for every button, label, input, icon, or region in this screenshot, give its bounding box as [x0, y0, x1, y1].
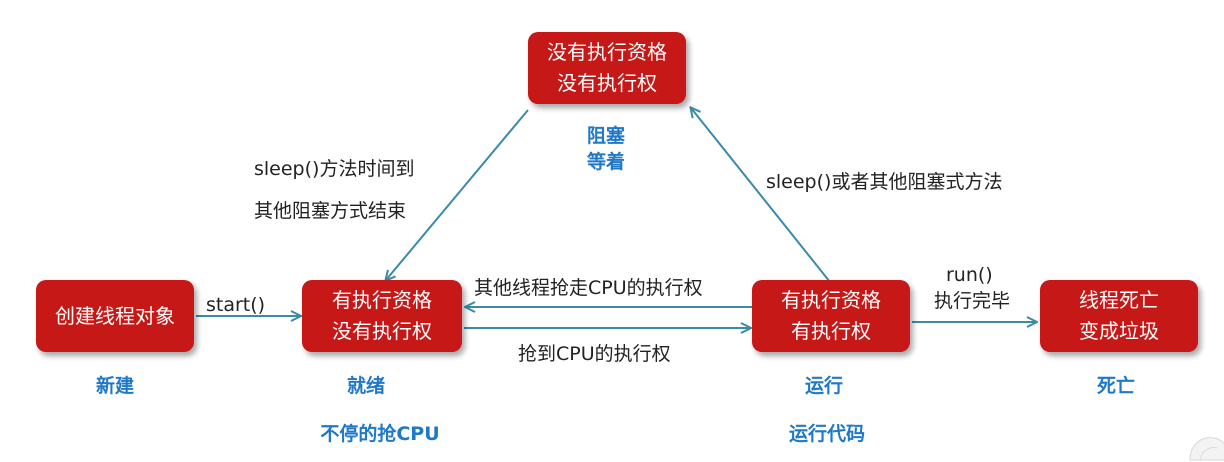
arrow-unblock	[386, 109, 529, 280]
state-label-running: 运行	[804, 375, 843, 397]
transition-label-lose-cpu: 其他线程抢走CPU的执行权	[474, 277, 703, 299]
state-box-running-line2: 有执行权	[791, 319, 871, 343]
state-box-new: 创建线程对象	[36, 280, 194, 352]
transition-label-start: start()	[206, 294, 266, 316]
state-box-blocked-line2: 没有执行权	[557, 71, 657, 95]
transition-label-finish-line1: run()	[946, 264, 993, 286]
transition-label-unblock-line2: 其他阻塞方式结束	[254, 200, 407, 222]
state-box-running: 有执行资格 有执行权	[752, 280, 910, 352]
state-label-new: 新建	[95, 375, 134, 397]
transition-label-get-cpu: 抢到CPU的执行权	[518, 343, 671, 365]
state-label-blocked-line1: 阻塞	[586, 125, 625, 147]
transition-arrows	[196, 0, 1224, 452]
state-box-dead-line2: 变成垃圾	[1079, 319, 1159, 343]
state-box-blocked-line1: 没有执行资格	[547, 40, 667, 64]
state-label-blocked-line2: 等着	[586, 151, 625, 173]
state-label-dead: 死亡	[1096, 375, 1135, 397]
state-box-running-line1: 有执行资格	[781, 288, 881, 312]
state-box-dead-line1: 线程死亡	[1079, 288, 1159, 312]
state-box-ready-line2: 没有执行权	[332, 319, 432, 343]
state-box-ready-line1: 有执行资格	[332, 288, 432, 312]
state-label-ready: 就绪	[346, 375, 385, 397]
state-box-dead: 线程死亡 变成垃圾	[1040, 280, 1198, 352]
corner-decoration-icon	[1189, 437, 1224, 461]
transition-label-to-blocked: sleep()或者其他阻塞式方法	[766, 171, 1003, 193]
transition-label-finish-line2: 执行完毕	[934, 290, 1011, 312]
state-box-ready: 有执行资格 没有执行权	[302, 280, 462, 352]
arrow-to-blocked	[691, 108, 831, 283]
state-note-ready: 不停的抢CPU	[320, 423, 440, 445]
state-box-blocked: 没有执行资格 没有执行权	[528, 32, 686, 104]
state-note-running: 运行代码	[788, 423, 865, 445]
state-box-new-line1: 创建线程对象	[55, 303, 175, 328]
transition-label-unblock-line1: sleep()方法时间到	[254, 158, 415, 180]
